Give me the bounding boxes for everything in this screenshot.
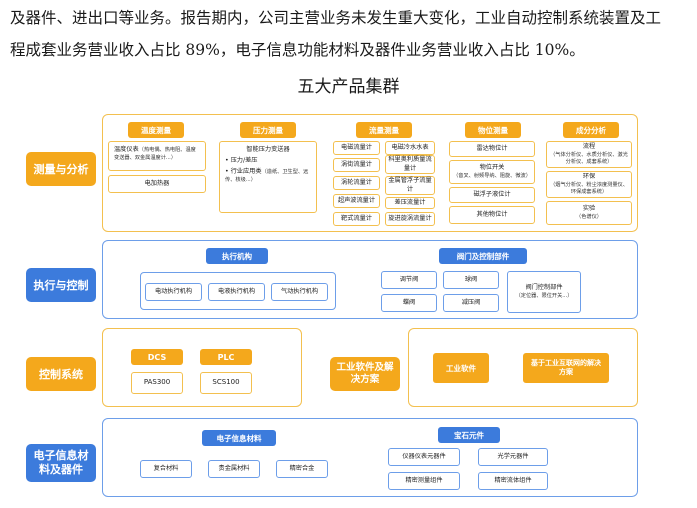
analysis-process-detail: （气体分析仪、水质分析仪、激光分析仪、成套系统） <box>550 151 628 165</box>
tag-materials: 电子信息材料 <box>202 430 276 446</box>
software-solutions-label: 工业软件及解决方案 <box>330 357 400 391</box>
actuator-item: 电动执行机构 <box>145 283 202 301</box>
level-switch-detail: （音叉、射频导纳、阻旋、微波） <box>453 172 531 179</box>
tag-level: 物位测量 <box>465 122 521 138</box>
analysis-lab-detail: （色谱仪） <box>576 213 602 220</box>
analysis-process: 流程 （气体分析仪、水质分析仪、激光分析仪、成套系统） <box>546 141 632 168</box>
valve-parts-title: 阀门控制部件 <box>525 284 563 292</box>
temperature-item-title: 温度仪表 <box>114 146 139 153</box>
pressure-bullet-1: 压力/差压 <box>230 157 258 165</box>
row-label-electronic: 电子信息材料及器件 <box>26 444 96 482</box>
pas300-box: PAS300 <box>131 372 183 394</box>
paragraph-line-1: 及器件、进出口等业务。报告期内，公司主营业务未发生重大变化，工业自动控制系统装置… <box>10 9 662 27</box>
material-item: 精密合金 <box>276 460 328 478</box>
actuator-item: 气动执行机构 <box>271 283 328 301</box>
flow-item: 差压流量计 <box>385 197 435 209</box>
paragraph-line-2: 程成套业务营业收入占比 89%，电子信息功能材料及器件业务营业收入占比 10%。 <box>10 41 585 59</box>
level-item: 其他物位计 <box>449 206 535 224</box>
analysis-lab-title: 实验 <box>582 205 596 213</box>
analysis-env: 环保 （烟气分析仪、粉尘浓度测量仪、环保成套系统） <box>546 171 632 198</box>
valve-item: 球阀 <box>443 271 499 289</box>
tag-analysis: 成分分析 <box>563 122 619 138</box>
figure-title: 五大产品集群 <box>297 77 400 97</box>
tag-valve: 阀门及控制部件 <box>439 248 527 264</box>
pressure-title: 智能压力变送器 <box>246 146 290 153</box>
tag-temperature: 温度测量 <box>128 122 184 138</box>
flow-item: 金属管浮子流量计 <box>385 176 435 195</box>
flow-item: 科里奥利质量流量计 <box>385 155 435 174</box>
valve-item: 蝶阀 <box>381 294 437 312</box>
flow-item: 涡轮流量计 <box>333 176 380 190</box>
flow-item: 涡街流量计 <box>333 158 380 172</box>
pressure-transmitter-box: 智能压力变送器 • 压力/差压 • 行业应用类（造纸、卫生型、远传、核级...） <box>219 141 317 213</box>
material-item: 复合材料 <box>140 460 192 478</box>
level-switch: 物位开关 （音叉、射频导纳、阻旋、微波） <box>449 160 535 184</box>
tag-actuator: 执行机构 <box>206 248 268 264</box>
flow-item: 旋进旋涡流量计 <box>385 212 435 226</box>
gem-item: 精密测量组件 <box>388 472 460 490</box>
iiot-solutions: 基于工业互联网的解决方案 <box>523 353 609 383</box>
control-panel <box>102 328 302 407</box>
tag-gems: 宝石元件 <box>438 427 500 443</box>
pressure-bullet-2-detail: （造纸、卫生型、远传、核级...） <box>225 168 309 184</box>
analysis-lab: 实验 （色谱仪） <box>546 201 632 225</box>
flow-item: 超声波流量计 <box>333 194 380 208</box>
flow-item: 电磁冷水水表 <box>385 141 435 155</box>
tag-dcs: DCS <box>131 349 183 365</box>
tag-plc: PLC <box>200 349 252 365</box>
actuator-item: 电液执行机构 <box>208 283 265 301</box>
valve-parts-detail: （定位器、限位开关...） <box>515 292 573 299</box>
flow-item: 靶式流量计 <box>333 212 380 226</box>
row-label-control: 控制系统 <box>26 357 96 391</box>
analysis-env-title: 环保 <box>582 173 596 181</box>
gem-item: 光学元器件 <box>478 448 548 466</box>
temperature-item-detail: （热电偶、热电阻、温度变送器、双金属温度计...） <box>114 147 196 162</box>
industrial-software: 工业软件 <box>433 353 489 383</box>
tag-flow: 流量测量 <box>356 122 412 138</box>
valve-item: 减压阀 <box>443 294 499 312</box>
material-item: 贵金属材料 <box>208 460 260 478</box>
flow-item: 电磁流量计 <box>333 141 380 155</box>
level-item: 磁浮子液位计 <box>449 187 535 203</box>
level-item: 雷达物位计 <box>449 141 535 157</box>
temperature-instruments: 温度仪表（热电偶、热电阻、温度变送器、双金属温度计...） <box>108 141 206 171</box>
tag-pressure: 压力测量 <box>240 122 296 138</box>
valve-item: 调节阀 <box>381 271 437 289</box>
electronic-panel <box>102 418 638 497</box>
gem-item: 精密流体组件 <box>478 472 548 490</box>
gem-item: 仪器仪表元器件 <box>388 448 460 466</box>
analysis-env-detail: （烟气分析仪、粉尘浓度测量仪、环保成套系统） <box>550 181 628 195</box>
row-label-execute: 执行与控制 <box>26 268 96 302</box>
row-label-measure: 测量与分析 <box>26 152 96 186</box>
valve-control-parts: 阀门控制部件 （定位器、限位开关...） <box>507 271 581 313</box>
scs100-box: SCS100 <box>200 372 252 394</box>
analysis-process-title: 流程 <box>582 143 596 151</box>
pressure-bullet-2: 行业应用类 <box>230 167 262 175</box>
electric-heater: 电加热器 <box>108 175 206 193</box>
level-switch-title: 物位开关 <box>479 164 505 172</box>
